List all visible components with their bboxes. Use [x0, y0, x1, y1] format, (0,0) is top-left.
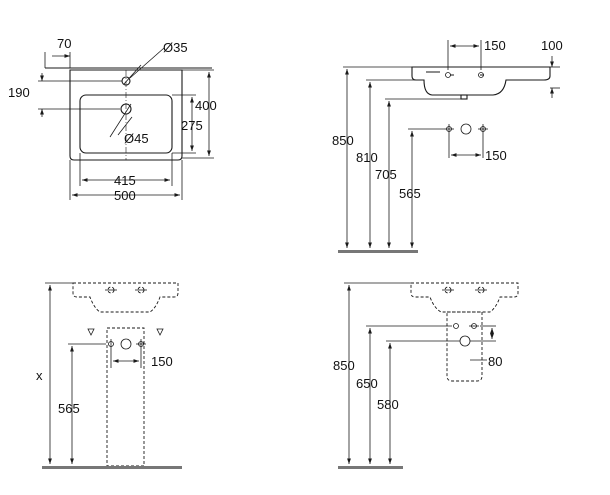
half-pedestal-dashed	[446, 311, 483, 382]
dim-100: 100	[541, 38, 563, 53]
dim-850-2: 850	[333, 358, 355, 373]
front-view: 150 x 565	[36, 282, 182, 469]
side-view: 150 100 850 810 705 565 150	[332, 38, 563, 253]
dim-70: 70	[57, 36, 71, 51]
waste-connection	[459, 335, 471, 347]
dim-x: x	[36, 368, 43, 383]
dim-415: 415	[114, 173, 136, 188]
dim-850: 850	[332, 133, 354, 148]
tap-hole	[445, 72, 451, 78]
dim-150-top: 150	[484, 38, 506, 53]
basin-outline	[69, 69, 183, 161]
leader-35	[123, 64, 142, 85]
dim-565-front: 565	[58, 401, 80, 416]
waste-connection	[460, 123, 472, 135]
waste-connection	[120, 338, 132, 350]
basin-profile	[411, 66, 551, 96]
dim-d35: Ø35	[163, 40, 188, 55]
floor-line	[42, 466, 182, 469]
dim-190: 190	[8, 85, 30, 100]
basin-outline-dashed	[72, 282, 179, 313]
drain-outlet	[460, 94, 468, 100]
dim-650: 650	[356, 376, 378, 391]
floor-line	[338, 466, 403, 469]
side-view-2: 80 850 650 580	[333, 282, 519, 469]
dim-705: 705	[375, 167, 397, 182]
dim-400: 400	[195, 98, 217, 113]
dim-810: 810	[356, 150, 378, 165]
marker	[156, 328, 164, 336]
dim-565: 565	[399, 186, 421, 201]
dim-150-front: 150	[151, 354, 173, 369]
dim-150-bottom: 150	[485, 148, 507, 163]
marker	[87, 328, 95, 336]
dim-80: 80	[488, 354, 502, 369]
leader-45	[117, 116, 133, 136]
floor-line	[338, 250, 418, 253]
leader-35	[129, 47, 165, 79]
dim-d45: Ø45	[124, 131, 149, 146]
top-view: 70 Ø35 190 400 275 Ø45 415 500	[8, 36, 217, 203]
dim-580: 580	[377, 397, 399, 412]
tap-hole	[478, 72, 484, 78]
dim-500: 500	[114, 188, 136, 203]
water-connection	[453, 323, 459, 329]
basin-detail	[426, 71, 484, 76]
leader-45	[109, 103, 132, 138]
dim-275: 275	[181, 118, 203, 133]
basin-outline-dashed	[410, 282, 519, 313]
